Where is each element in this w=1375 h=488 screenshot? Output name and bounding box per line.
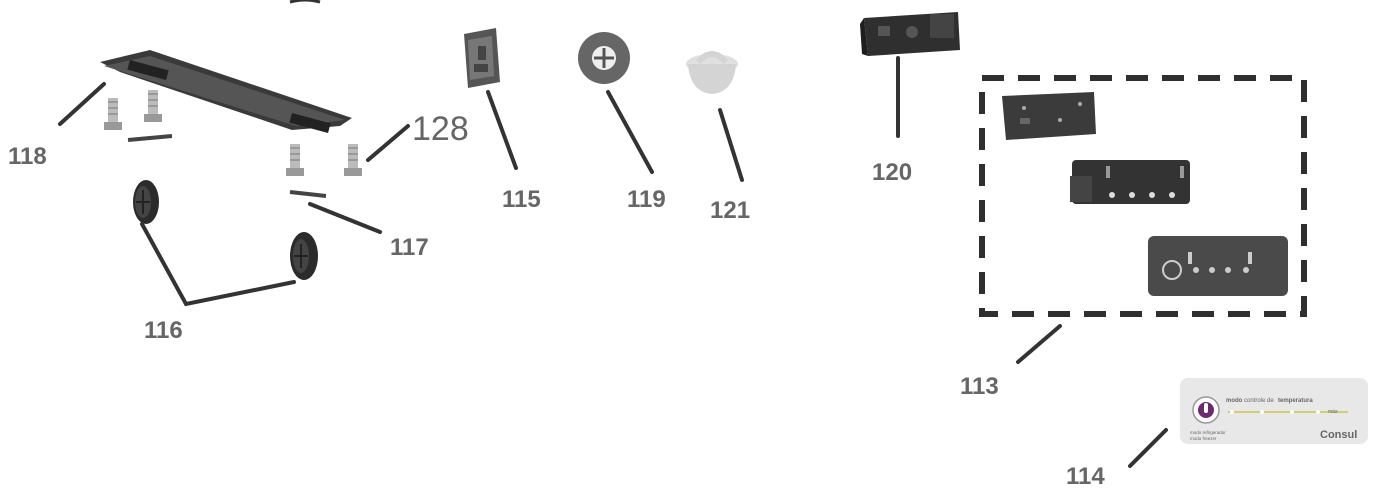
- panel-mode-freezer-text: modo freezer: [1190, 436, 1217, 441]
- label-117: 117: [390, 234, 429, 261]
- leader-116: [140, 222, 296, 307]
- leader-118: [58, 82, 106, 126]
- leader-128: [366, 124, 410, 162]
- screw-2: [144, 90, 162, 122]
- group-113-box: [979, 75, 1307, 317]
- label-119: 119: [627, 186, 666, 213]
- panel-max-text: máx: [1328, 409, 1338, 415]
- label-115: 115: [502, 186, 541, 213]
- wheel-2: [290, 232, 318, 280]
- panel-brand-logo: Consul: [1320, 429, 1357, 441]
- part-121-cap: [686, 51, 738, 94]
- part-115-clip: [464, 28, 500, 88]
- screw-1: [104, 98, 122, 130]
- part-114-control-panel: modo controle de temperatura máx modo re…: [1180, 378, 1368, 444]
- pin-1: [127, 134, 173, 142]
- label-113: 113: [960, 373, 999, 400]
- part-118-rail: [100, 50, 352, 134]
- part-113-cover: [1148, 236, 1288, 296]
- leader-119: [606, 90, 654, 174]
- label-128: 128: [412, 110, 469, 148]
- part-113-board: [1002, 92, 1096, 140]
- wheel-1: [133, 180, 159, 224]
- leader-113: [1016, 324, 1062, 364]
- leader-115: [486, 90, 518, 170]
- screw-4: [344, 144, 362, 176]
- pin-2: [289, 190, 327, 198]
- leader-121: [718, 108, 744, 182]
- panel-temperatura-text: temperatura: [1278, 398, 1313, 404]
- screw-3: [286, 144, 304, 176]
- label-116: 116: [144, 317, 183, 344]
- panel-controle-text: controle de: [1244, 398, 1274, 404]
- label-121: 121: [710, 197, 750, 224]
- panel-modo-text: modo: [1226, 398, 1243, 404]
- part-119-grommet: [578, 32, 630, 84]
- part-113-frame: [1070, 160, 1190, 204]
- part-120-housing: [860, 12, 960, 56]
- panel-mode-refrigerator-text: modo refrigerador: [1190, 430, 1226, 435]
- leader-117: [308, 202, 382, 234]
- label-120: 120: [872, 159, 912, 186]
- partial-part-fragment: [289, 0, 321, 4]
- leader-114: [1128, 428, 1168, 468]
- label-114: 114: [1066, 463, 1105, 488]
- label-118: 118: [8, 143, 47, 170]
